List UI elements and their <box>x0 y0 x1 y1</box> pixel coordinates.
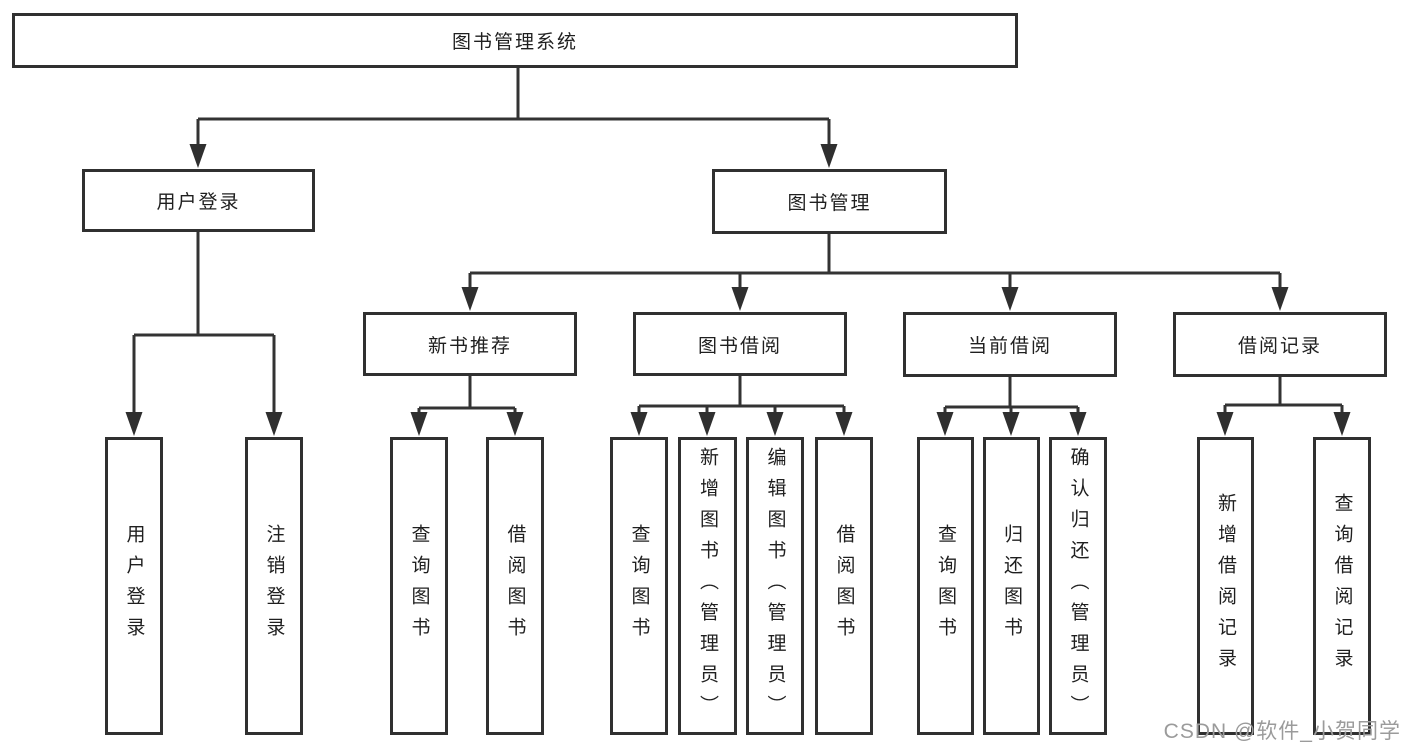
arrowhead-icon <box>766 412 784 436</box>
node-borrow-records: 借阅记录 <box>1173 312 1387 377</box>
leaf-borrow-add-books: 新增图书（管理员） <box>678 437 737 735</box>
leaf-user-login: 用户登录 <box>105 437 163 735</box>
leaf-recommend-borrow-books: 借阅图书 <box>486 437 544 735</box>
arrowhead-icon <box>1333 412 1351 436</box>
leaf-current-query-books: 查询图书 <box>917 437 974 735</box>
arrowhead-icon <box>506 412 524 436</box>
arrowhead-icon <box>1002 412 1020 436</box>
arrowhead-icon <box>1069 412 1087 436</box>
arrowhead-icon <box>189 144 207 168</box>
arrowhead-icon <box>698 412 716 436</box>
arrowhead-icon <box>936 412 954 436</box>
arrowhead-icon <box>630 412 648 436</box>
arrowhead-icon <box>461 287 479 311</box>
leaf-current-confirm-return: 确认归还（管理员） <box>1049 437 1107 735</box>
watermark: CSDN @软件_小贺同学 <box>1163 720 1401 743</box>
arrowhead-icon <box>410 412 428 436</box>
arrowhead-icon <box>1216 412 1234 436</box>
arrowhead-icon <box>1001 287 1019 311</box>
leaf-borrow-borrow-books: 借阅图书 <box>815 437 873 735</box>
node-book-management: 图书管理 <box>712 169 947 234</box>
arrowhead-icon <box>835 412 853 436</box>
leaf-logout: 注销登录 <box>245 437 303 735</box>
arrowhead-icon <box>820 144 838 168</box>
node-root: 图书管理系统 <box>12 13 1018 68</box>
leaf-records-query-record: 查询借阅记录 <box>1313 437 1371 735</box>
arrowhead-icon <box>265 412 283 436</box>
leaf-current-return-books: 归还图书 <box>983 437 1040 735</box>
leaf-recommend-query-books: 查询图书 <box>390 437 448 735</box>
arrowhead-icon <box>1271 287 1289 311</box>
leaf-records-add-record: 新增借阅记录 <box>1197 437 1254 735</box>
node-book-borrow: 图书借阅 <box>633 312 847 376</box>
leaf-borrow-query-books: 查询图书 <box>610 437 668 735</box>
node-user-login: 用户登录 <box>82 169 315 232</box>
arrowhead-icon <box>731 287 749 311</box>
node-current-borrow: 当前借阅 <box>903 312 1117 377</box>
leaf-borrow-edit-books: 编辑图书（管理员） <box>746 437 804 735</box>
arrowhead-icon <box>125 412 143 436</box>
node-new-book-recommend: 新书推荐 <box>363 312 577 376</box>
